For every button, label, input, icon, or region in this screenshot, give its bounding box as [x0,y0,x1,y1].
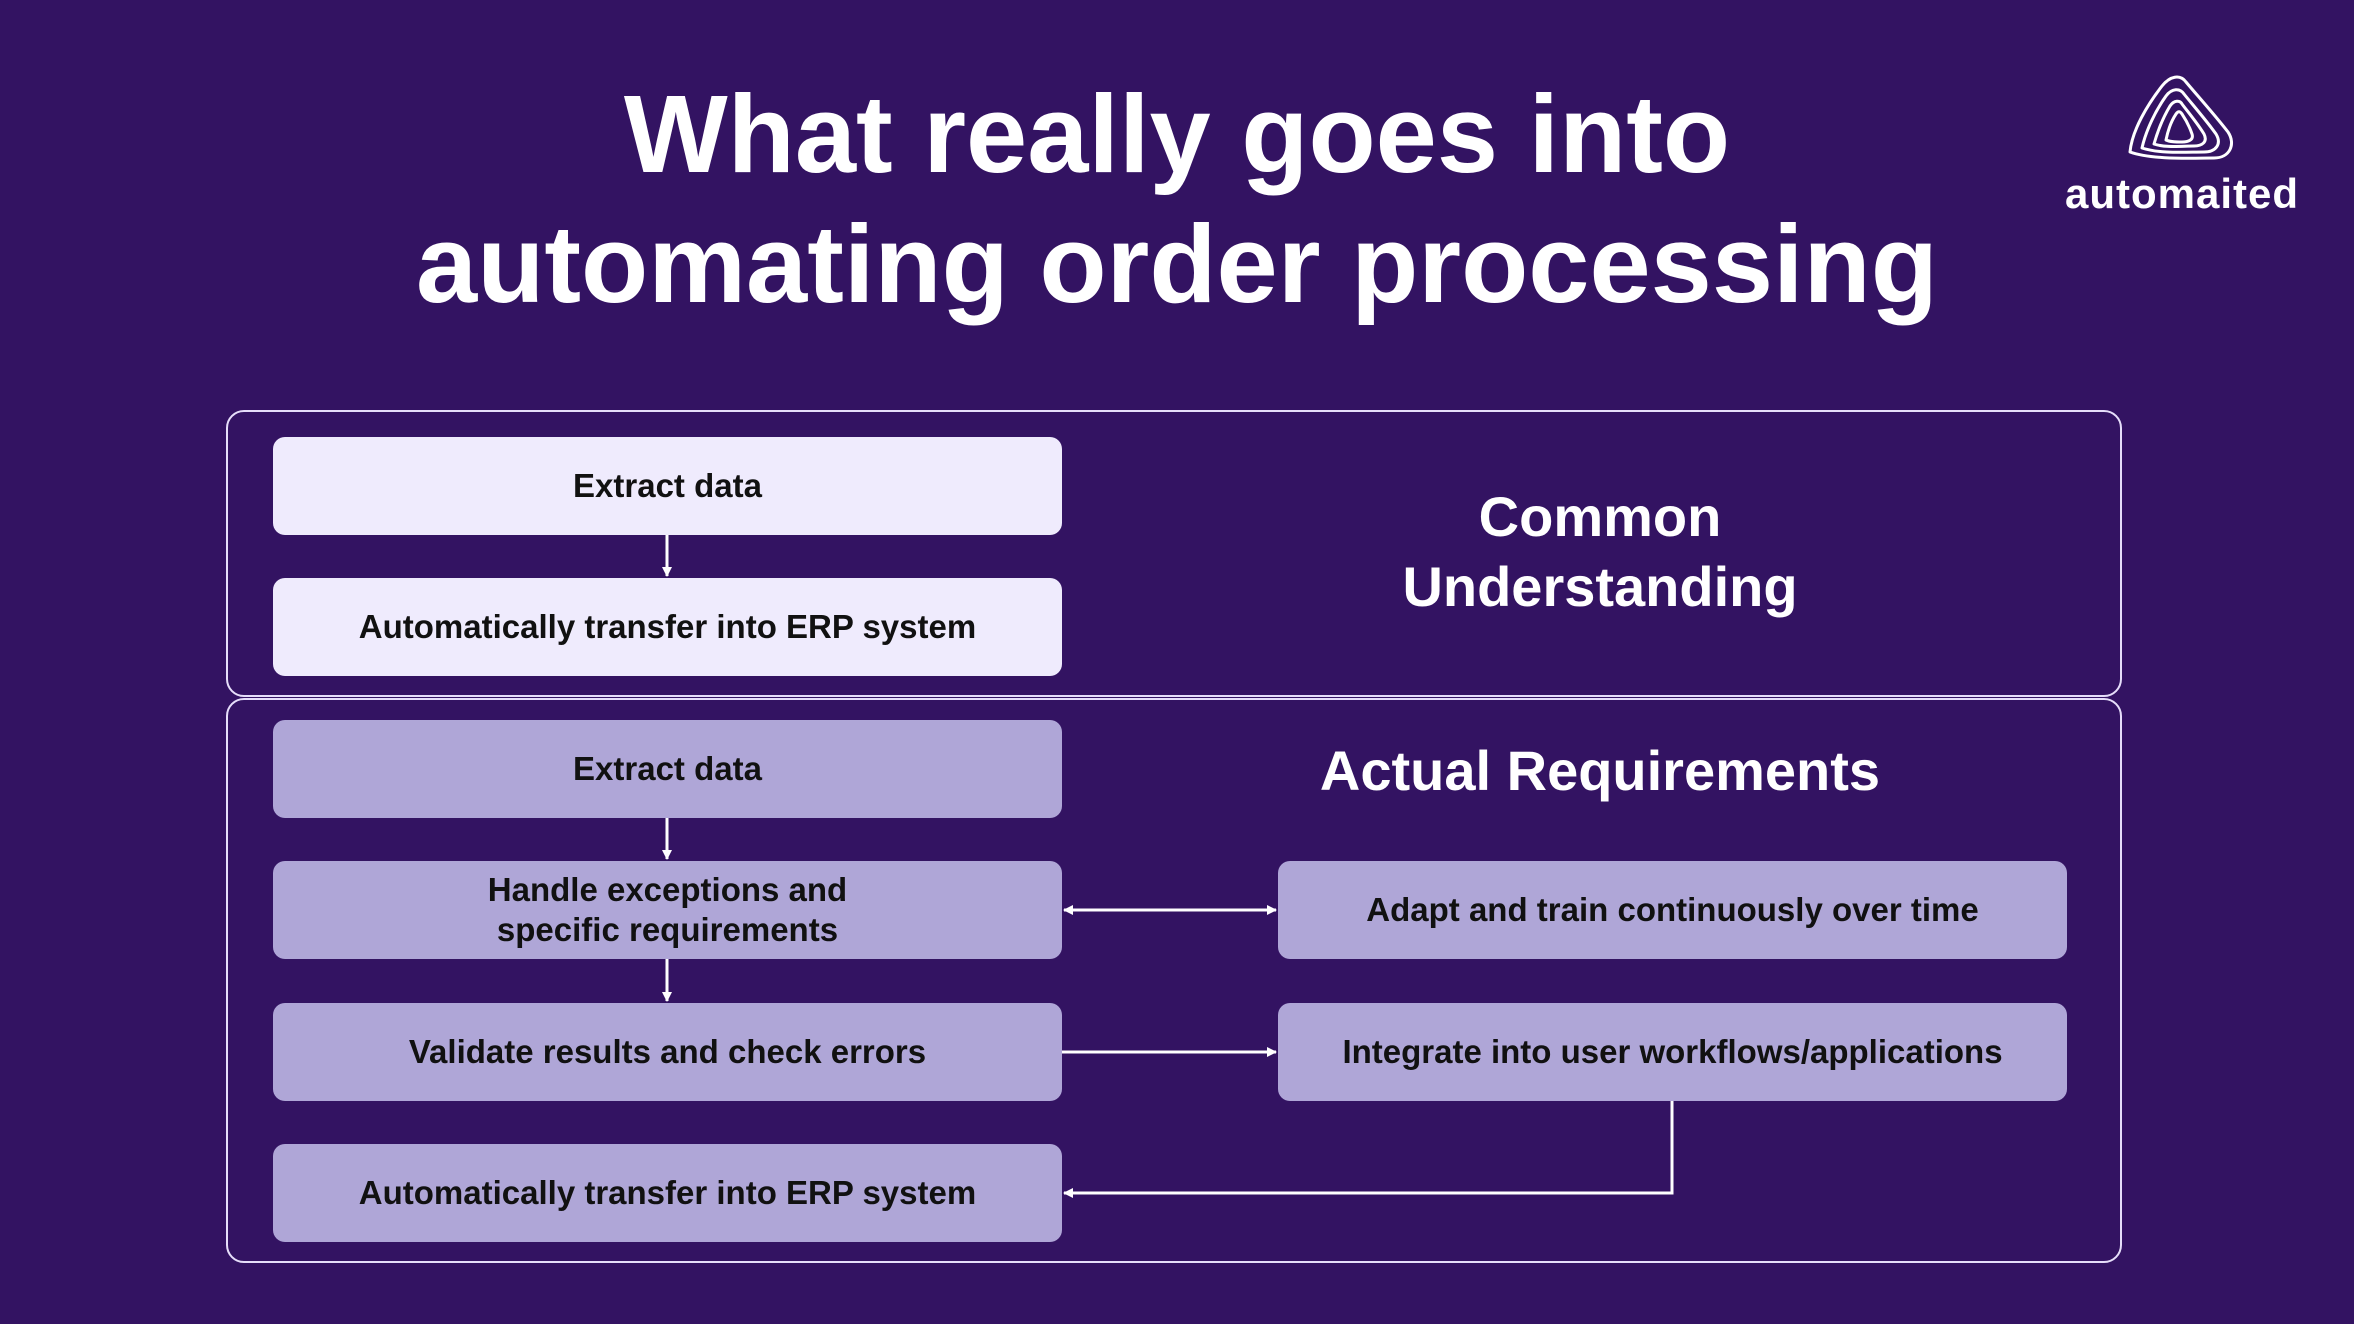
common-understanding-label: Common Understanding [1402,485,1798,618]
adapt-train-box: Adapt and train continuously over time [1278,861,2067,959]
actual-requirements-panel [226,698,2122,1263]
actual-requirements-label: Actual Requirements [1319,739,1881,802]
integrate-workflows-box: Integrate into user workflows/applicatio… [1278,1003,2067,1101]
title-line-1: What really goes into [623,73,1731,196]
handle-exceptions-box: Handle exceptions and specific requireme… [273,861,1062,959]
common-understanding-panel [226,410,2122,697]
validate-results-box: Validate results and check errors [273,1003,1062,1101]
title-line-2: automating order processing [416,203,1938,326]
common-transfer-erp-box: Automatically transfer into ERP system [273,578,1062,676]
brand-name: automaited [2064,170,2300,217]
brand-logo: automaited [2062,70,2302,218]
actual-extract-data-box: Extract data [273,720,1062,818]
actual-transfer-erp-box: Automatically transfer into ERP system [273,1144,1062,1242]
wave-layers-icon [2128,75,2233,160]
common-extract-data-box: Extract data [273,437,1062,535]
